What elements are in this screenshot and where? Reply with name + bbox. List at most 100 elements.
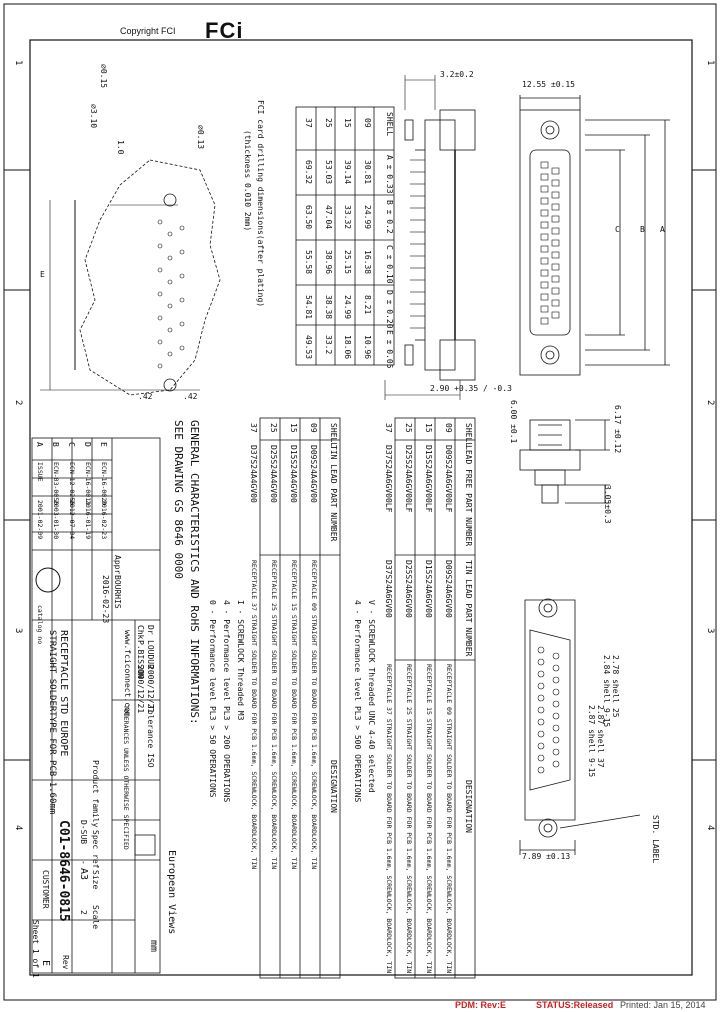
pt1-note-2: 4 - Performance level PL3 > 500 OPERATIO… xyxy=(353,600,362,803)
zone-1-right: 1 xyxy=(705,60,715,66)
bottom-contact-grid xyxy=(537,646,560,774)
title-line-2: STRAIGHT SOLDERTYPE FOR PCB 1.60mm xyxy=(47,630,57,815)
dim-cell: 47.04 xyxy=(324,205,333,230)
pt2-cell: D09S24A4GV00 xyxy=(309,445,318,503)
title-block-grid xyxy=(31,437,161,974)
rev-row-ecn: ECN-16-0029 xyxy=(100,462,108,506)
tolerance: Tolerance ISO xyxy=(146,705,155,768)
release-status: STATUS:Released xyxy=(536,1000,614,1010)
pt2-cell: D15S24A4GV00 xyxy=(289,445,298,503)
dim-cell: 16.38 xyxy=(363,250,372,275)
pt1-cell: 25 xyxy=(404,423,413,433)
dim-2-90: 2.90 +0.35 / -0.3 xyxy=(430,384,512,393)
dim-header-b: B ± 0.2 xyxy=(385,200,394,234)
zone-1-left: 1 xyxy=(13,60,23,66)
chk-label: Chk xyxy=(136,625,145,640)
pt1-cell: RECEPTACLE 15 STRAIGHT SOLDER TO BOARD F… xyxy=(425,664,433,974)
fci-logo: FCi xyxy=(205,18,244,43)
pt1-cell: D15S24A6GV00 xyxy=(424,560,433,618)
pt2-cell: 25 xyxy=(269,423,278,433)
rev-row-date: 2001-02-09 xyxy=(36,500,44,540)
dim-cell: 09 xyxy=(363,118,372,128)
pt1-cell: D37S24A6GV00LF xyxy=(384,445,393,513)
zone-2-right: 2 xyxy=(705,400,715,406)
sheet-count: Sheet 1 of 1 xyxy=(31,920,40,978)
dim-b: B xyxy=(640,225,645,234)
pt1-header-tinlead: TIN LEAD PART NUMBER xyxy=(464,560,473,657)
size-value: A3 xyxy=(78,868,89,881)
units-mm: mm xyxy=(148,940,159,953)
customer: CUSTOMER xyxy=(41,870,50,909)
rev-row-letter: C xyxy=(67,442,76,447)
pt1-header-designation: DESIGNATION xyxy=(464,780,473,833)
pt1-header-leadfree: LEAD FREE PART NUMBER xyxy=(464,445,473,547)
dim-cell: 25.15 xyxy=(343,250,352,275)
dim-42-b: .42 xyxy=(183,392,198,401)
pt2-cell: RECEPTACLE 15 STRAIGHT SOLDER TO BOARD F… xyxy=(290,560,298,870)
dim-cell: 49.53 xyxy=(304,335,313,360)
dim-3-10: ⌀3.10 xyxy=(89,104,98,129)
general-note-2: SEE DRAWING GS 8646 0000 xyxy=(172,420,185,579)
front-contact-grid xyxy=(540,161,560,325)
pt1-cell: RECEPTACLE 25 STRAIGHT SOLDER TO BOARD F… xyxy=(405,664,413,974)
dim-header-shell: SHELL xyxy=(385,112,394,137)
rev-row-date: 2016-01-19 xyxy=(84,500,92,540)
pt1-cell: RECEPTACLE 37 STRAIGHT SOLDER TO BOARD F… xyxy=(385,664,393,974)
dim-cell: 33.32 xyxy=(343,205,352,230)
dim-cell: 54.81 xyxy=(304,295,313,320)
dim-cell: 25 xyxy=(324,118,333,128)
pt2-header-tinlead: TIN LEAD PART NUMBER xyxy=(329,445,338,542)
pt1-cell: D09S24A6GV00LF xyxy=(444,445,453,513)
product-family-label: Product family xyxy=(91,760,100,828)
rev-label: Rev xyxy=(61,955,70,970)
pt2-header-designation: DESIGNATION xyxy=(329,760,338,813)
web-address: www.fciconnect.com xyxy=(123,630,132,717)
print-date: Printed: Jan 15, 2014 xyxy=(620,1000,706,1010)
pt2-cell: RECEPTACLE 25 STRAIGHT SOLDER TO BOARD F… xyxy=(270,560,278,870)
connector-front-view xyxy=(519,95,670,376)
pt1-cell: 15 xyxy=(424,423,433,433)
part-number: C01-8646-0815 xyxy=(56,820,71,922)
dim-table-grid xyxy=(295,106,395,366)
dim-6-00: 6.00 ±0.1 xyxy=(509,400,518,444)
dim-cell: 37 xyxy=(304,118,313,128)
dim-cell: 15 xyxy=(343,118,352,128)
dim-header-a: A ± 0.33 xyxy=(385,155,394,194)
spec-ref-value: - xyxy=(79,860,88,865)
dim-0-15: ⌀0.15 xyxy=(99,64,108,89)
pt1-cell: D25S24A6GV00 xyxy=(404,560,413,618)
dim-cell: 53.03 xyxy=(324,160,333,185)
fci-logo-small xyxy=(35,567,61,593)
dim-1-0: 1.0 xyxy=(116,140,125,155)
pt2-cell: D37S24A4GV00 xyxy=(249,445,258,503)
copyright-note: Copyright FCI xyxy=(120,26,176,36)
product-family-value: D-SUB xyxy=(79,820,88,845)
pt2-cell: RECEPTACLE 37 STRAIGHT SOLDER TO BOARD F… xyxy=(250,560,258,870)
dim-cell: 55.58 xyxy=(304,250,313,275)
appr-label: Appr xyxy=(113,555,122,575)
dim-cell: 24.99 xyxy=(343,295,352,320)
pt1-note-1: V - SCREWLOCK Threaded UNC 4-40 selected xyxy=(367,600,376,793)
rev-row-letter: D xyxy=(83,442,92,447)
dim-cell: 69.32 xyxy=(304,160,313,185)
std-label-note: STD. LABEL xyxy=(651,815,660,864)
pt2-cell: RECEPTACLE 09 STRAIGHT SOLDER TO BOARD F… xyxy=(310,560,318,870)
pt2-cell: D25S24A4GV00 xyxy=(269,445,278,503)
dim-0-13: ⌀0.13 xyxy=(196,125,205,150)
rev-row-letter: A xyxy=(35,442,44,447)
european-views: European Views xyxy=(166,850,177,935)
pin-row-side xyxy=(384,75,461,400)
catalog-note: catalog no xyxy=(36,605,44,645)
pt2-cell: 15 xyxy=(289,423,298,433)
part-table-2-grid xyxy=(259,417,341,979)
pt1-header-shell: SHELL xyxy=(464,423,473,448)
dim-3-2: 3.2±0.2 xyxy=(440,70,474,79)
dim-cell: 39.14 xyxy=(343,160,352,185)
rev-row-date: 2003-01-30 xyxy=(52,500,60,540)
dim-2-87: 2.87 shell 37 xyxy=(596,705,605,768)
dim-3-05: 3.05±0.3 xyxy=(603,485,612,524)
rev-letter: E xyxy=(40,960,51,967)
dim-cell: 38.38 xyxy=(324,295,333,320)
